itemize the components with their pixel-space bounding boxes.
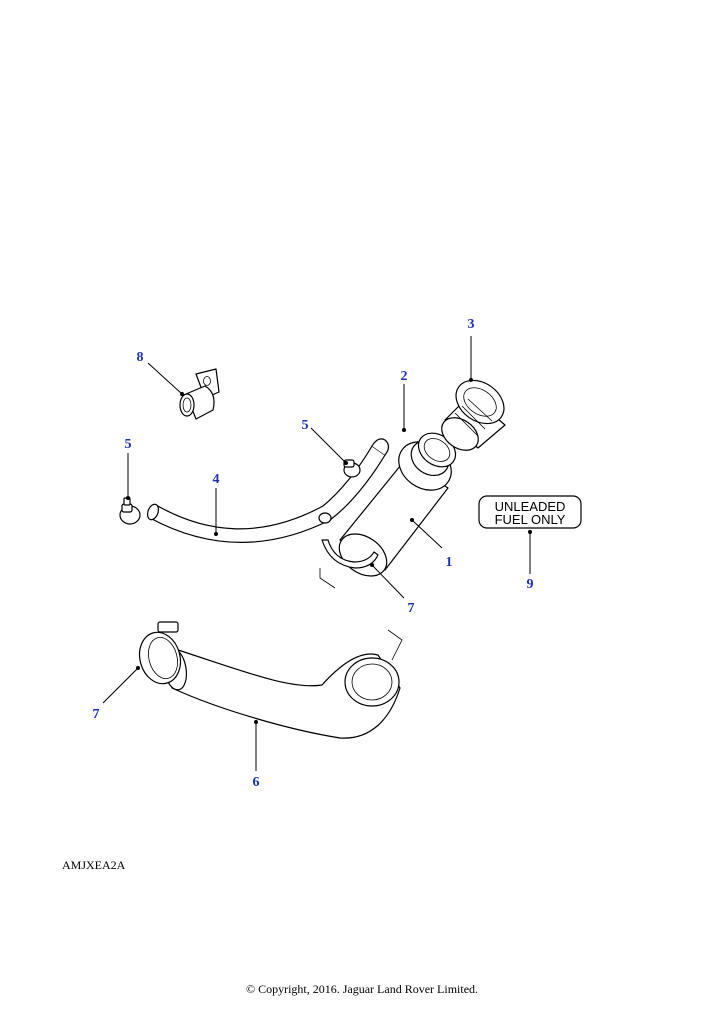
callout-7-upper: 7 (408, 601, 415, 616)
part-5-hose-clip-left (119, 497, 141, 525)
fuel-label-line-2: FUEL ONLY (495, 512, 566, 527)
part-8-p-clip (179, 368, 220, 420)
callout-8: 8 (137, 350, 144, 365)
callout-1: 1 (446, 555, 453, 570)
callout-5-left: 5 (125, 437, 132, 452)
callout-numbers: 1 2 3 4 5 5 6 7 7 8 9 (93, 317, 534, 790)
part-9-fuel-label: UNLEADED FUEL ONLY (478, 495, 582, 529)
callout-6: 6 (253, 775, 260, 790)
callout-9: 9 (527, 577, 534, 592)
fuel-label-line-1: UNLEADED (495, 499, 566, 514)
callout-2: 2 (401, 369, 408, 384)
part-7-hose-clamp-lower (138, 621, 182, 685)
callout-4: 4 (213, 472, 220, 487)
part-3-filler-cap (441, 379, 506, 451)
part-7-hose-clamp-upper (321, 539, 379, 569)
callout-7-lower: 7 (93, 707, 100, 722)
leader-lines (102, 336, 532, 771)
copyright-notice: © Copyright, 2016. Jaguar Land Rover Lim… (245, 982, 479, 996)
diagram-reference-code: AMJXEA2A (62, 858, 126, 872)
part-6-filler-hose (162, 629, 403, 739)
callout-5-upper: 5 (302, 418, 309, 433)
part-5-hose-clip-upper (318, 459, 361, 524)
callout-3: 3 (468, 317, 475, 332)
